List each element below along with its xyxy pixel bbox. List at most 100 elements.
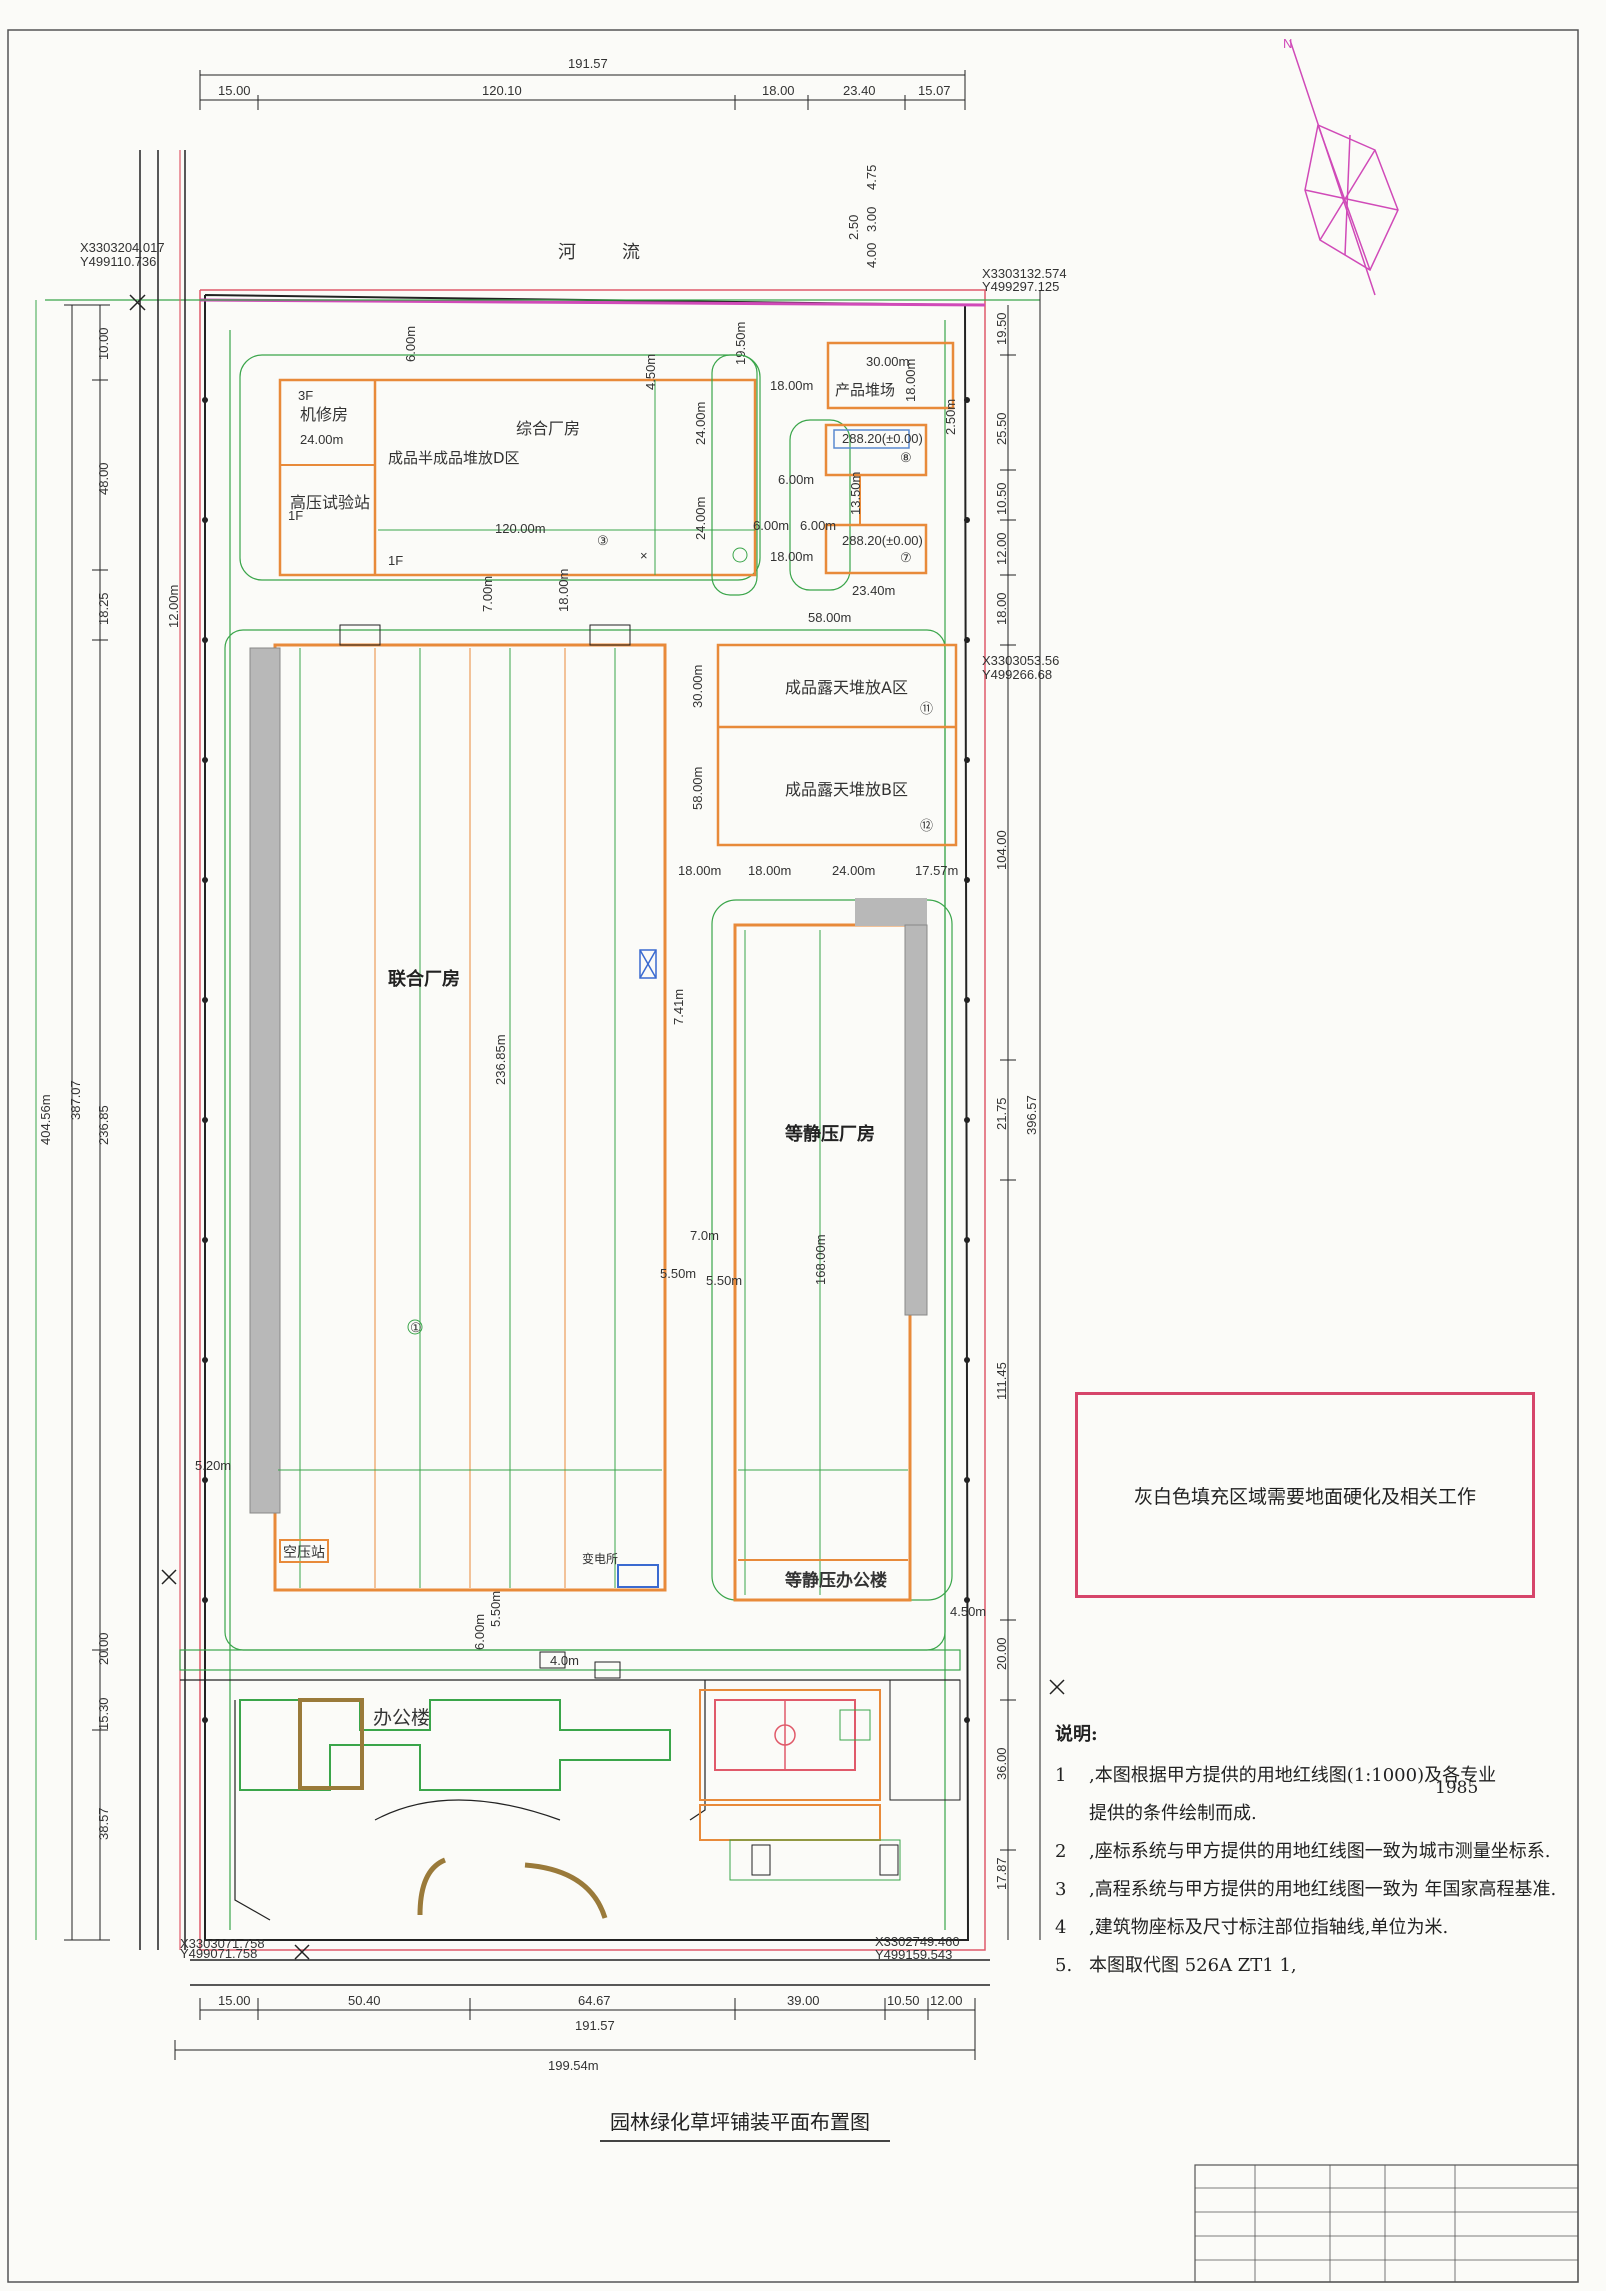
dim-left-seg: 48.00 [96, 462, 111, 495]
note-number: 3 [1055, 1879, 1067, 1900]
hardening-note-box: 灰白色填充区域需要地面硬化及相关工作 [1075, 1392, 1535, 1598]
dim-left-sub: 387.07 [68, 1080, 83, 1120]
note-number [1055, 1802, 1089, 1826]
coord-label: Y499159.543 [875, 1947, 952, 1962]
dim-right-seg: 36.00 [994, 1747, 1009, 1780]
building-number: ① [410, 1320, 422, 1335]
note-item: 1 ,本图根据甲方提供的用地红线图(1:1000)及各专业 [1055, 1764, 1575, 1788]
dim-label: 7.0m [690, 1228, 719, 1243]
dim-left-seg: 38.57 [96, 1807, 111, 1840]
dim-label: 18.00m [770, 549, 813, 564]
coord-label: X3303204.017 [80, 240, 165, 255]
floor-label: 1F [288, 508, 303, 523]
dim-top-vert: 3.00 [864, 207, 879, 232]
dim-bottom-seg: 10.50 [887, 1993, 920, 2008]
note-item: 提供的条件绘制而成. 1985 [1055, 1778, 1575, 1826]
note-item: 3 ,高程系统与甲方提供的用地红线图一致为 年国家高程基准. [1055, 1878, 1575, 1902]
notes-section: 说明: 1 ,本图根据甲方提供的用地红线图(1:1000)及各专业 提供的条件绘… [1055, 1720, 1575, 1992]
dim-label: 30.00m [690, 665, 705, 708]
north-arrow-icon [1289, 39, 1399, 296]
dim-label: 5.20m [195, 1458, 231, 1473]
hv-station-label: 高压试验站 [290, 493, 370, 512]
outdoor-b-label: 成品露天堆放B区 [785, 780, 908, 799]
dim-label: 18.00m [903, 359, 918, 402]
isostatic-plant-dim: 168.00m [813, 1234, 828, 1285]
drawing-title: 园林绿化草坪铺装平面布置图 [610, 2110, 870, 2134]
isostatic-office-label: 等静压办公楼 [785, 1570, 887, 1591]
dim-label: 58.00m [808, 610, 851, 625]
dim-top-vert: 4.00 [864, 243, 879, 268]
dim-top-seg: 15.07 [918, 83, 951, 98]
note-number: 5. [1055, 1955, 1073, 1976]
dim-bottom-seg: 39.00 [787, 1993, 820, 2008]
dim-top-seg: 18.00 [762, 83, 795, 98]
dim-left-sub: 236.85 [96, 1105, 111, 1145]
dim-right-seg: 25.50 [994, 412, 1009, 445]
dim-left-road: 12.00m [166, 585, 181, 628]
coord-label: Y499110.736 [80, 254, 156, 269]
note-text: ,座标系统与甲方提供的用地红线图一致为城市测量坐标系. [1089, 1841, 1551, 1862]
dim-left-overall: 404.56m [38, 1094, 53, 1145]
building-number: ⑪ [920, 701, 933, 716]
dim-bottom-seg: 50.40 [348, 1993, 381, 2008]
dim-right-seg: 104.00 [994, 830, 1009, 870]
dim-label: 24.00m [832, 863, 875, 878]
dim-right-seg: 12.00 [994, 532, 1009, 565]
note-item: 5. 本图取代图 526A ZT1 1, [1055, 1954, 1575, 1978]
repair-shop-dim: 24.00m [300, 432, 343, 447]
note-text: ,建筑物座标及尺寸标注部位指轴线,单位为米. [1089, 1917, 1449, 1938]
dim-label: 24.00m [693, 497, 708, 540]
note-text: 提供的条件绘制而成. [1089, 1803, 1257, 1824]
dim-right-seg: 17.87 [994, 1857, 1009, 1890]
note-text: ,高程系统与甲方提供的用地红线图一致为 年国家高程基准. [1089, 1879, 1557, 1900]
product-yard-label: 产品堆场 [835, 381, 895, 399]
dim-label: 17.57m [915, 863, 958, 878]
dim-label: 13.50m [848, 472, 863, 515]
dim-label: 58.00m [690, 767, 705, 810]
dim-right-seg: 20.00 [994, 1637, 1009, 1670]
dim-right-seg: 18.00 [994, 592, 1009, 625]
office-building-label: 办公楼 [373, 1707, 430, 1729]
building-number: ⑧ [900, 450, 912, 465]
combined-plant-dim: 120.00m [495, 521, 546, 536]
dim-bottom-total: 199.54m [548, 2058, 599, 2073]
river-label: 流 [622, 242, 640, 263]
dim-label: 6.00m [753, 518, 789, 533]
coord-label: Y499297.125 [982, 279, 1059, 294]
combined-plant-label: 综合厂房 [516, 419, 580, 438]
dim-label: 24.00m [693, 402, 708, 445]
coord-label: Y499266.68 [982, 667, 1052, 682]
dim-label: 18.00m [770, 378, 813, 393]
dim-bottom-seg: 64.67 [578, 1993, 611, 2008]
svg-text:×: × [640, 548, 648, 563]
dim-right-seg: 10.50 [994, 482, 1009, 515]
dim-label: 6.00m [778, 472, 814, 487]
dim-label: 6.00m [403, 326, 418, 362]
dim-label: 4.50m [950, 1604, 986, 1619]
notes-heading: 说明: [1055, 1724, 1098, 1745]
coord-label: X3303132.574 [982, 266, 1067, 281]
outdoor-a-label: 成品露天堆放A区 [785, 678, 908, 697]
dim-label: 5.50m [660, 1266, 696, 1281]
note-number: 1 [1055, 1765, 1067, 1786]
tank-label: 288.20(±0.00) [842, 533, 923, 548]
dim-label: 2.50m [943, 399, 958, 435]
substation-label: 变电所 [582, 1551, 618, 1566]
dim-bottom-total: 191.57 [575, 2018, 615, 2033]
dim-top-seg: 120.10 [482, 83, 522, 98]
dim-bottom-seg: 12.00 [930, 1993, 963, 2008]
note-number: 4 [1055, 1917, 1067, 1938]
hardening-note-text: 灰白色填充区域需要地面硬化及相关工作 [1133, 1485, 1476, 1508]
dim-label: 23.40m [852, 583, 895, 598]
dim-left-seg: 20.00 [96, 1632, 111, 1665]
dim-label: 18.00m [556, 569, 571, 612]
air-station-label: 空压站 [283, 1545, 325, 1561]
dim-label: 6.00m [800, 518, 836, 533]
note-year: 1985 [1435, 1778, 1479, 1798]
note-text: ,本图根据甲方提供的用地红线图(1:1000)及各专业 [1089, 1765, 1497, 1786]
dim-left-seg: 18.25 [96, 592, 111, 625]
union-plant-dim: 236.85m [493, 1034, 508, 1085]
dim-label: 19.50m [733, 322, 748, 365]
dim-top-vert: 4.75 [864, 165, 879, 190]
